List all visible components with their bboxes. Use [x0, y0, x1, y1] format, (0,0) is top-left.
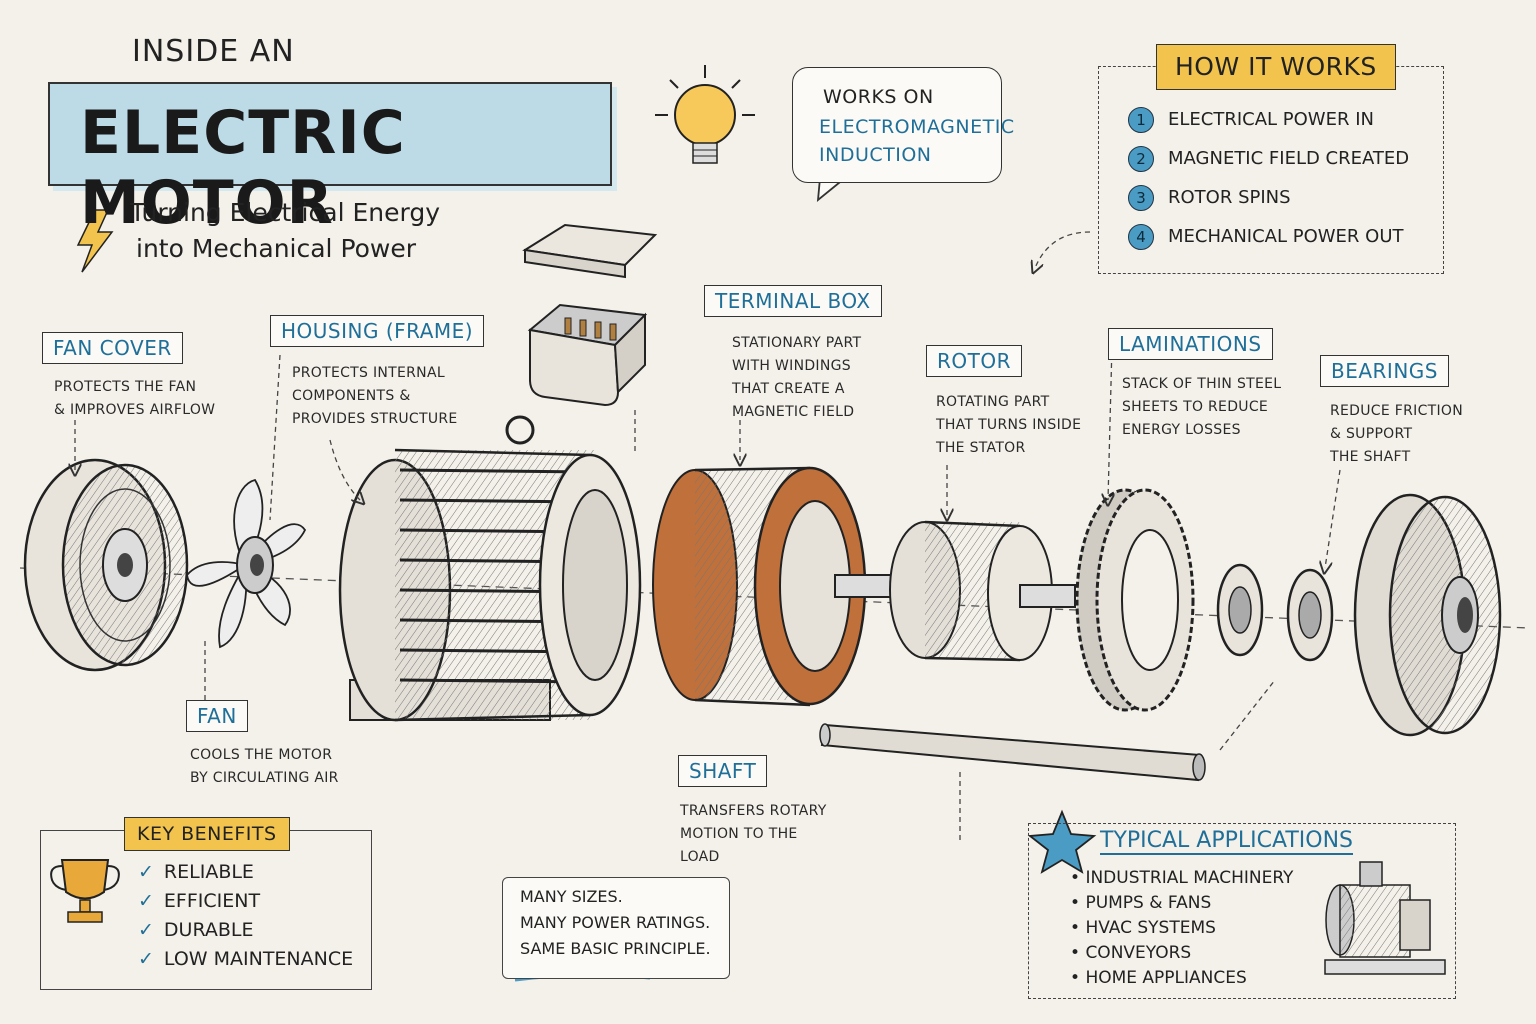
rotor-drawing — [834, 520, 1076, 662]
label-shaft: SHAFT — [678, 755, 768, 787]
note-panel — [502, 877, 730, 979]
note-line: MANY POWER RATINGS. — [520, 913, 711, 932]
check-icon: ✓ — [138, 890, 154, 912]
application-item: • INDUSTRIAL MACHINERY — [1070, 868, 1294, 888]
label-laminations: LAMINATIONS — [1108, 328, 1273, 360]
label-terminal-box: TERMINAL BOX — [704, 285, 882, 317]
page-title: ELECTRIC MOTOR — [80, 98, 406, 238]
induction-bubble: WORKS ON ELECTROMAGNETIC INDUCTION — [792, 67, 1014, 183]
bearings-drawing — [1216, 563, 1334, 662]
label-rotor: ROTOR — [926, 345, 1022, 377]
title-intro: INSIDE AN — [132, 34, 295, 69]
end-shield-drawing — [1353, 493, 1502, 737]
application-item: • HOME APPLIANCES — [1070, 968, 1247, 988]
stator-drawing — [652, 466, 867, 707]
laminations-drawing — [1075, 488, 1195, 712]
check-icon: ✓ — [138, 919, 154, 941]
how-it-works-title: HOW IT WORKS — [1156, 44, 1396, 90]
label-fan-cover: FAN COVER — [42, 332, 183, 364]
applications-panel — [1028, 823, 1456, 999]
bubble-line-2: ELECTROMAGNETIC — [819, 116, 1015, 138]
shaft-drawing — [819, 723, 1206, 782]
lightbulb-icon — [655, 65, 755, 164]
fan-drawing — [186, 478, 307, 649]
desc-fan-cover: PROTECTS THE FAN& IMPROVES AIRFLOW — [54, 379, 216, 418]
benefit-item: ✓RELIABLE — [138, 861, 254, 883]
fan-cover-drawing — [23, 458, 189, 672]
trophy-icon — [50, 859, 120, 923]
applications-title: TYPICAL APPLICATIONS — [1100, 828, 1353, 855]
label-bearings: BEARINGS — [1320, 355, 1449, 387]
benefit-item: ✓DURABLE — [138, 919, 254, 941]
application-item: • PUMPS & FANS — [1070, 893, 1212, 913]
subtitle-line-1: Turning Electrical Energy — [130, 198, 440, 227]
note-line: MANY SIZES. — [520, 887, 623, 906]
title-banner: ELECTRIC MOTOR — [48, 82, 612, 238]
label-housing: HOUSING (FRAME) — [270, 315, 485, 347]
benefit-item: ✓LOW MAINTENANCE — [138, 948, 354, 970]
terminal-box-drawing — [522, 223, 658, 407]
label-fan: FAN — [186, 700, 248, 732]
pump-motor-drawing — [1324, 861, 1446, 975]
housing-drawing — [338, 415, 642, 722]
lightning-icon — [76, 209, 114, 273]
bubble-line-3: INDUCTION — [819, 144, 932, 166]
bubble-line-1: WORKS ON — [823, 86, 934, 108]
check-icon: ✓ — [138, 861, 154, 883]
check-icon: ✓ — [138, 948, 154, 970]
benefit-item: ✓EFFICIENT — [138, 890, 261, 912]
subtitle: Turning Electrical Energy into Mechanica… — [130, 195, 440, 267]
subtitle-line-2: into Mechanical Power — [136, 234, 417, 263]
bubble-tail — [816, 177, 846, 203]
key-benefits-title: KEY BENEFITS — [124, 817, 290, 851]
note-line: SAME BASIC PRINCIPLE. — [520, 939, 711, 958]
star-icon — [1027, 809, 1097, 874]
application-item: • HVAC SYSTEMS — [1070, 918, 1216, 938]
application-item: • CONVEYORS — [1070, 943, 1192, 963]
